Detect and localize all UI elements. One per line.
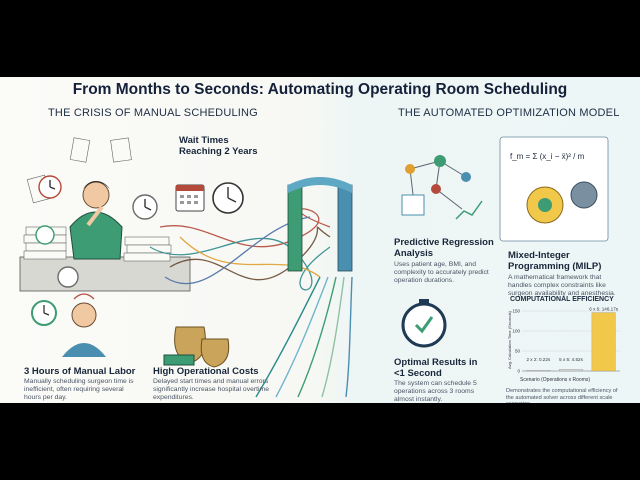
regression-text: Uses patient age, BMI, and complexity to… xyxy=(394,261,489,284)
transformation-gate xyxy=(287,177,353,272)
chart-y-tick: 100 xyxy=(512,329,520,334)
overworked-person-illustration xyxy=(31,293,106,357)
orderly-lanes xyxy=(255,276,353,398)
chart-y-tick: 150 xyxy=(512,309,520,314)
illustration-layer: f_m = Σ (x_i − x̄)² / m xyxy=(19,136,609,398)
money-bag-icon xyxy=(163,326,230,368)
chart-bar-3 xyxy=(591,312,616,372)
alarm-clock-icon xyxy=(212,182,244,214)
calendar-icon xyxy=(175,184,205,212)
chart-data-label-2: 5 x 5: 4.52s xyxy=(559,357,583,362)
chart-data-label-3: 6 x 6: 146.17s xyxy=(589,307,619,312)
costs-heading: High Operational Costs xyxy=(153,366,259,377)
milp-formula: f_m = Σ (x_i − x̄)² / m xyxy=(510,152,585,161)
milp-text: A mathematical framework that handles co… xyxy=(508,274,616,297)
page-title: From Months to Seconds: Automating Opera… xyxy=(72,81,568,98)
optimal-heading: Optimal Results in <1 Second xyxy=(394,357,478,379)
section-heading-manual: THE CRISIS OF MANUAL SCHEDULING xyxy=(48,107,258,119)
efficiency-heading: COMPUTATIONAL EFFICIENCY xyxy=(510,296,614,303)
chart-y-tick: 50 xyxy=(515,349,521,354)
stopwatch-icon xyxy=(401,299,447,348)
stressed-person-illustration xyxy=(69,181,123,260)
costs-text: Delayed start times and manual errors si… xyxy=(153,378,269,401)
labor-text: Manually scheduling surgeon time is inef… xyxy=(24,378,134,401)
chart-bars xyxy=(526,312,616,372)
chart-bar-1 xyxy=(526,370,551,372)
labor-heading: 3 Hours of Manual Labor xyxy=(24,366,136,377)
milp-heading: Mixed-Integer Programming (MILP) xyxy=(508,250,602,272)
chart-tick-labels: 0 50 100 150 xyxy=(512,309,520,374)
efficiency-caption: Demonstrates the computational efficienc… xyxy=(506,388,618,403)
chart-data-labels: 2 x 2: 0.22s 5 x 5: 4.52s 6 x 6: 146.17s xyxy=(526,307,618,362)
chart-y-axis-label: Avg. Calculation Time (Seconds) xyxy=(507,310,512,369)
milp-panel: f_m = Σ (x_i − x̄)² / m xyxy=(499,136,609,242)
regression-heading: Predictive Regression Analysis xyxy=(394,237,494,259)
network-graph-icon xyxy=(401,155,483,220)
infographic-frame: From Months to Seconds: Automating Opera… xyxy=(0,77,640,403)
wait-times-label: Wait Times Reaching 2 Years xyxy=(179,135,258,157)
efficiency-chart: 0 50 100 150 2 x 2: 0.22s 5 x 5: 4.52s 6 x 6:… xyxy=(507,307,620,383)
chart-x-axis-label: Scenario (Operations x Rooms) xyxy=(520,377,590,383)
optimal-text: The system can schedule 5 operations acr… xyxy=(394,380,477,403)
chart-data-label-1: 2 x 2: 0.22s xyxy=(526,357,550,362)
section-heading-automated: THE AUTOMATED OPTIMIZATION MODEL xyxy=(398,107,620,119)
chart-y-tick: 0 xyxy=(517,369,520,374)
chart-bar-2 xyxy=(559,369,583,372)
clock-cluster xyxy=(35,175,158,288)
